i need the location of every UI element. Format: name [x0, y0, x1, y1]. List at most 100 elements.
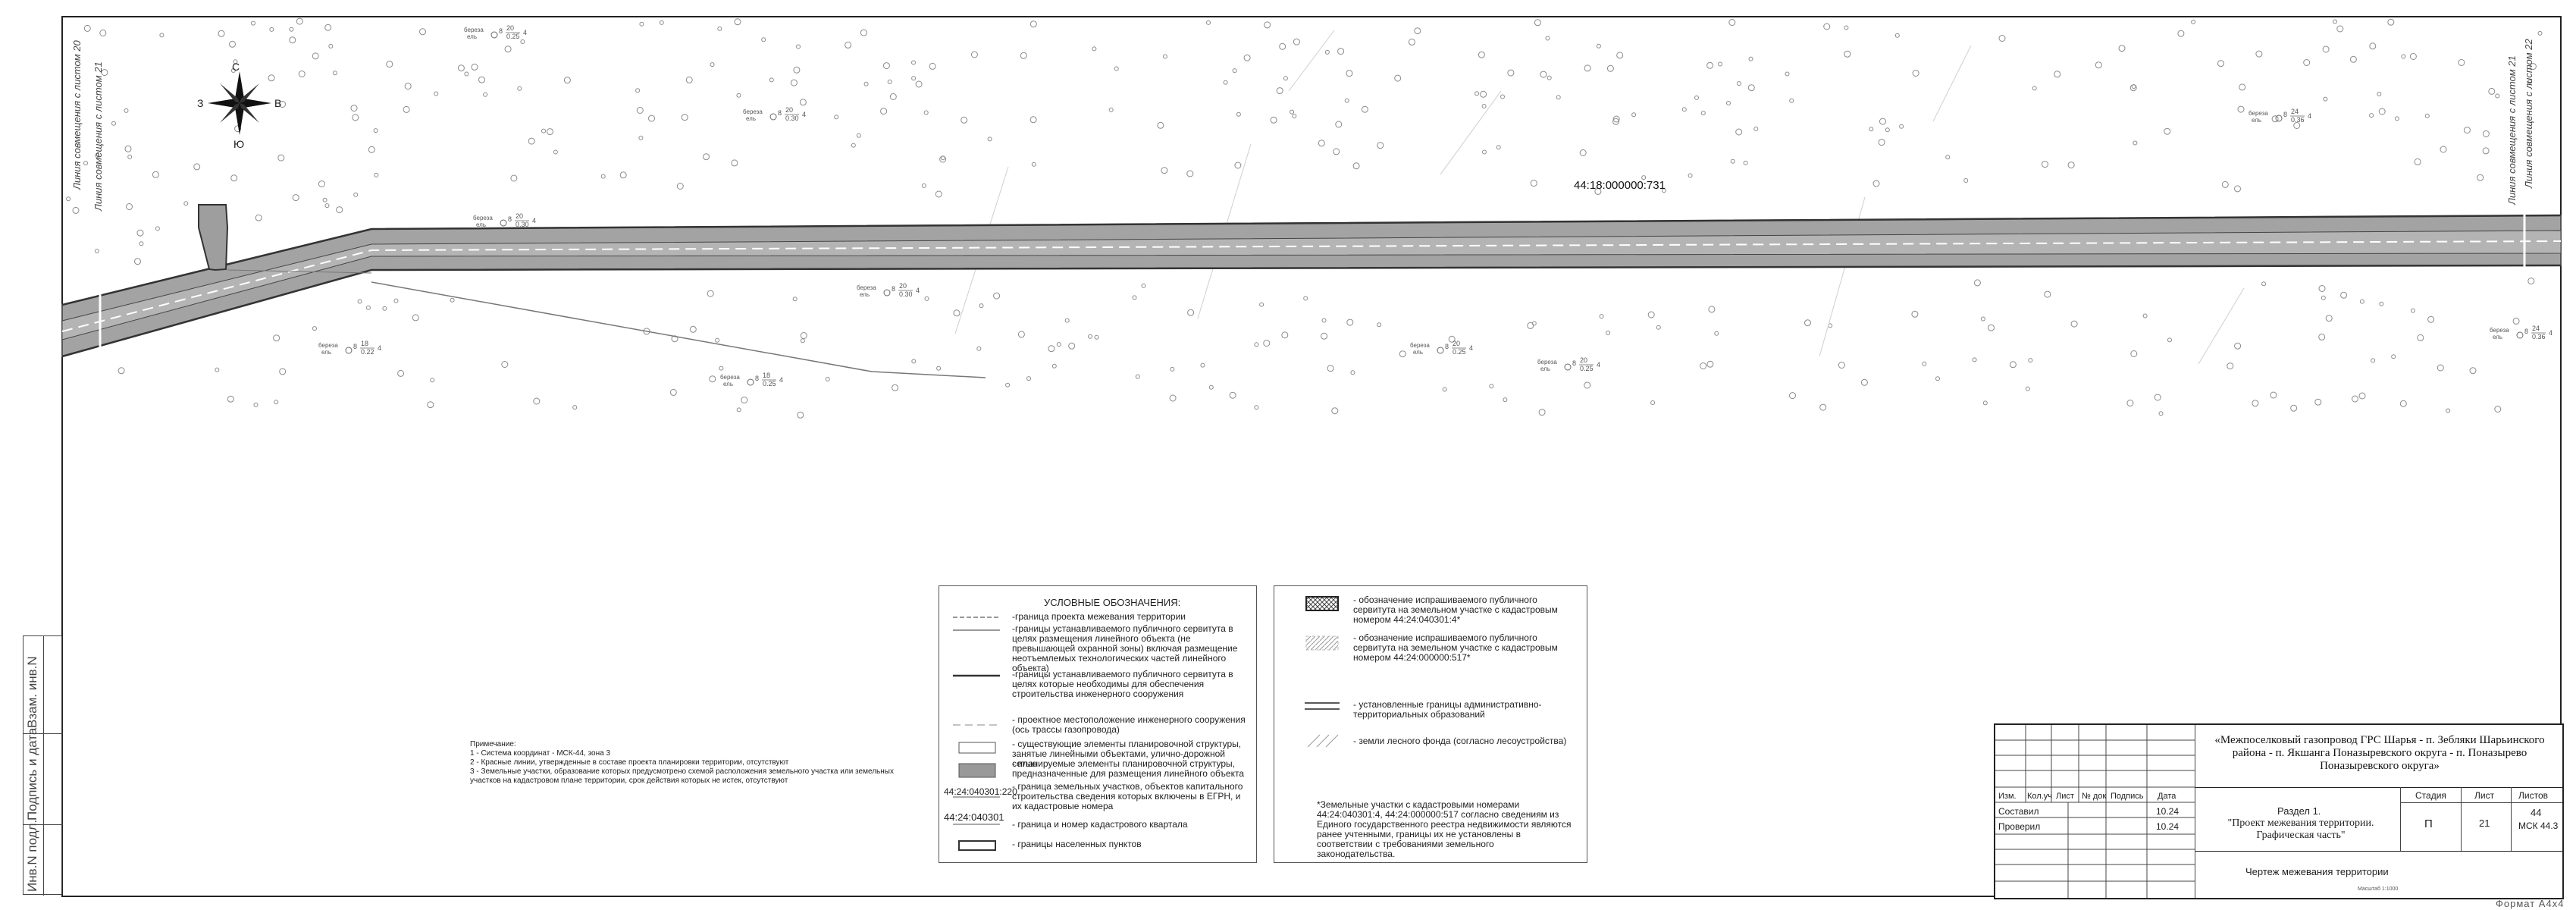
forest-dot [635, 88, 641, 93]
forest-dots [66, 17, 2543, 419]
forest-dot [1706, 61, 1714, 69]
tree-diameter: 0.30 [785, 115, 799, 122]
forest-dot [2424, 113, 2430, 118]
forest-dot [2095, 61, 2102, 69]
forest-dot [970, 51, 978, 58]
forest-dot [2371, 358, 2376, 363]
forest-dot [1584, 64, 1591, 72]
forest-dot [1135, 374, 1140, 379]
forest-dot [471, 63, 478, 71]
forest-dot [1029, 20, 1037, 28]
forest-dot [800, 338, 805, 344]
forest-dot [289, 36, 296, 44]
forest-dot [2527, 79, 2533, 84]
forest-dot [2234, 185, 2241, 193]
forest-dot [357, 299, 362, 304]
notes-title: Примечание: [470, 740, 516, 748]
legend-parcel-sample: 44:24:040301:220 [944, 786, 1017, 797]
forest-dot [2495, 93, 2500, 99]
forest-dot [2494, 406, 2502, 413]
forest-dot [1998, 35, 2006, 42]
forest-dot [1737, 81, 1741, 86]
legend2-swatches [1305, 596, 1340, 748]
forest-dot [2401, 54, 2406, 59]
forest-dot [253, 402, 259, 407]
forest-dot [1157, 121, 1164, 129]
forest-dot [1496, 145, 1501, 150]
forest-dot [230, 174, 238, 182]
tree-diameter: 0.30 [516, 221, 529, 228]
forest-dot [94, 249, 99, 253]
forest-dot [2118, 45, 2126, 52]
forest-dot [1017, 331, 1025, 338]
pipeline-axis [61, 240, 2562, 332]
stamp-sheets-label: Листов [2518, 790, 2548, 801]
forest-dot [2417, 334, 2424, 341]
forest-dot [533, 397, 541, 405]
forest-dot [2217, 60, 2224, 67]
tree-height: 24 [2291, 108, 2299, 115]
forest-dot [1656, 325, 1661, 330]
forest-dot [1980, 316, 1985, 322]
forest-dot [1186, 170, 1194, 177]
forest-dot [911, 76, 917, 81]
forest-dot [2032, 86, 2037, 91]
tree-symbol [883, 289, 891, 297]
side-sign-date: Подпись и дата [25, 727, 39, 821]
tree-count: 8 [778, 109, 782, 117]
forest-dot [2130, 350, 2138, 357]
tree-extra: 4 [802, 111, 806, 118]
forest-dot [397, 369, 405, 377]
forest-dot [2352, 395, 2358, 403]
thin-line [371, 281, 986, 378]
forest-dot [1448, 335, 1456, 343]
tree-type: ель [860, 291, 870, 298]
forest-dot [2070, 320, 2078, 328]
stamp-col-header: Лист [2056, 792, 2074, 801]
forest-dot [1860, 378, 1868, 386]
forest-dot [1616, 52, 1624, 59]
forest-dot [2191, 20, 2196, 24]
tree-type: ель [321, 349, 331, 356]
forest-dot [1885, 127, 1890, 133]
forest-dot [553, 149, 558, 155]
forest-dot [2042, 161, 2048, 168]
stamp-scale: Масштаб 1:1000 [2358, 886, 2399, 892]
tree-diameter: 0.36 [2291, 116, 2305, 124]
forest-dot [1804, 319, 1811, 327]
forest-dot [1187, 309, 1195, 316]
forest-dot [2318, 285, 2326, 292]
forest-dot [520, 39, 525, 44]
note-item: 3 - Земельные участки, образование котор… [470, 767, 894, 785]
legend-item: - проектное местоположение инженерного с… [1012, 714, 1246, 735]
tree-symbol [500, 219, 507, 227]
match-line-right-2: Линия совмещения с листом 22 [2523, 39, 2534, 188]
forest-dot [638, 135, 644, 140]
forest-dot [1290, 109, 1295, 115]
forest-dot [139, 241, 144, 246]
forest-dot [2009, 361, 2017, 369]
forest-dot [2303, 59, 2311, 66]
forest-hatch [954, 30, 2245, 365]
forest-dot [118, 367, 125, 375]
tree-diameter: 0.36 [2532, 333, 2546, 340]
forest-dot [993, 292, 1001, 300]
forest-dot [1321, 332, 1328, 340]
forest-dot [961, 116, 968, 124]
forest-dot [1442, 387, 1447, 392]
forest-dot [66, 196, 71, 202]
forest-dot [1694, 95, 1699, 100]
forest-dot [1377, 322, 1382, 328]
tree-height: 20 [785, 106, 793, 114]
tree-extra: 4 [532, 217, 536, 224]
forest-dot [2340, 291, 2348, 299]
forest-dot [111, 121, 116, 126]
forest-dot [2469, 367, 2477, 375]
legend2-item: - обозначение испрашиваемого публичного … [1353, 632, 1558, 663]
forest-dot [464, 71, 469, 77]
forest-dot [1879, 118, 1886, 125]
tree-extra: 4 [523, 29, 527, 36]
forest-dot [1335, 121, 1343, 128]
forest-dot [2255, 50, 2263, 58]
